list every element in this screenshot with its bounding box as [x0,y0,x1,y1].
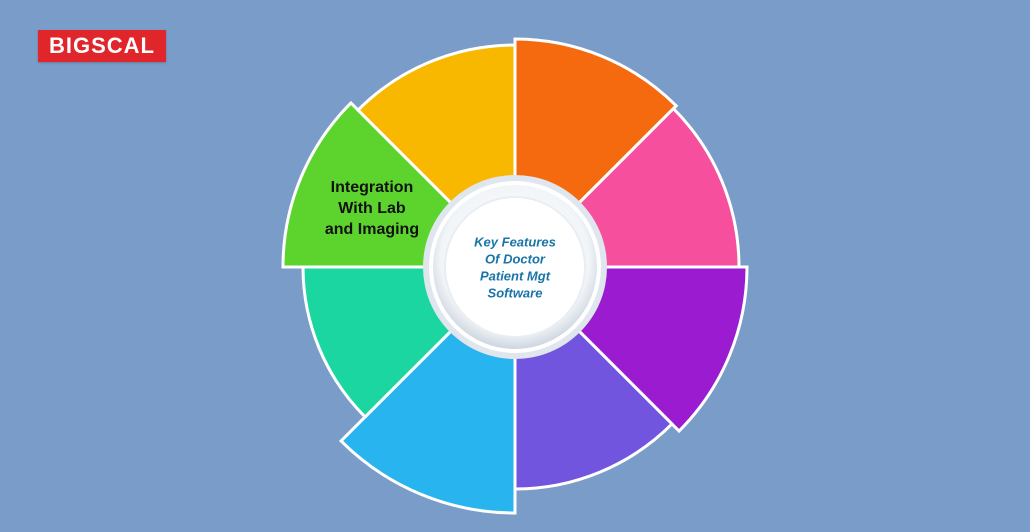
segment-label-line: and Imaging [325,221,419,238]
center-title-line: Software [488,286,543,301]
segments-layer: BetterhealthoutcomeOrganizedpatientintak… [281,37,749,515]
segment-label-line: With Lab [338,200,406,217]
center-title-line: Key Features [474,235,556,250]
center-title-line: Of Doctor [485,252,546,267]
bigscal-logo: BIGSCAL [38,30,166,62]
logo-text: BIGSCAL [49,33,155,58]
segment-label-line: Integration [331,179,414,196]
center-title-line: Patient Mgt [480,269,551,284]
